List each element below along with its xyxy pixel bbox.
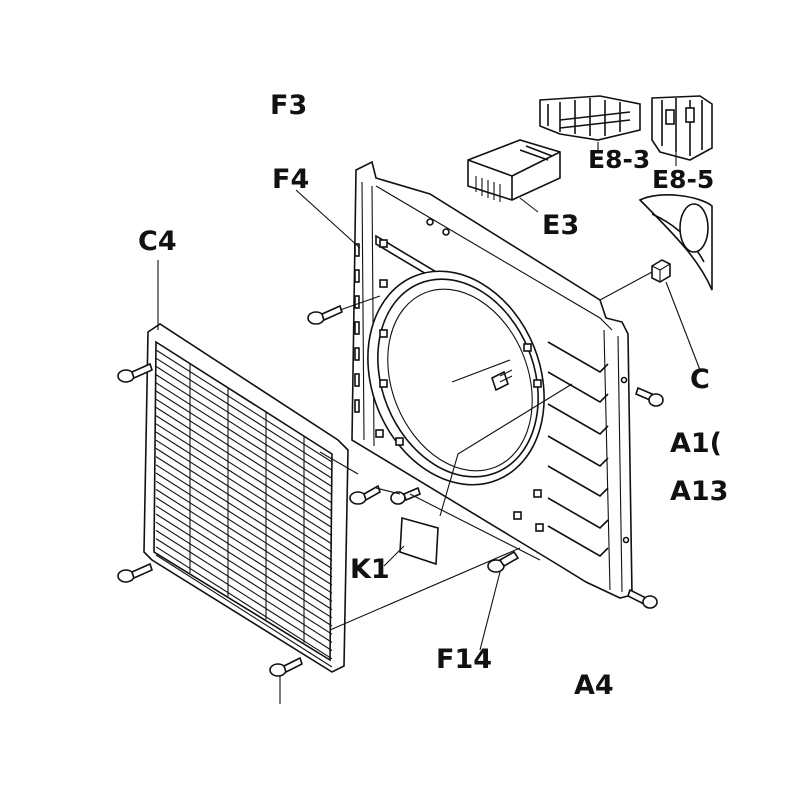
panel-side-slots — [354, 243, 360, 413]
grille-slat — [155, 529, 333, 643]
grille — [143, 323, 349, 673]
label-e3: E3 — [542, 210, 579, 241]
screw-grille-right — [349, 484, 381, 505]
connector-e3 — [467, 139, 561, 202]
grille-slat — [155, 488, 333, 602]
panel-clips — [375, 218, 630, 544]
panel-louvres — [547, 341, 609, 557]
screw-right-lower — [627, 588, 658, 609]
label-a10: A1( — [670, 428, 722, 459]
grille-slat — [155, 546, 333, 660]
plate-k1 — [399, 516, 439, 566]
grille-slat — [155, 480, 333, 594]
grille-slat — [155, 390, 333, 504]
grille-slat — [155, 415, 333, 529]
fan-blade-partial — [638, 194, 713, 291]
grille-slat — [155, 349, 333, 463]
grille-slat — [155, 472, 333, 586]
screw-left-top — [117, 362, 153, 383]
grille-slat — [155, 505, 333, 619]
grille-vertical-bars — [189, 363, 305, 643]
grille-slat — [155, 423, 333, 537]
grille-slat — [155, 398, 333, 512]
grille-slat — [155, 554, 333, 668]
label-e8-3: E8-3 — [588, 145, 650, 174]
grille-slat — [155, 365, 333, 479]
label-f14: F14 — [436, 644, 492, 675]
connector-e8-3 — [539, 95, 641, 141]
grille-slat — [155, 382, 333, 496]
label-c: C — [690, 364, 710, 395]
grille-slat — [155, 431, 333, 545]
label-a13: A13 — [670, 476, 728, 507]
grille-slat — [155, 456, 333, 570]
grille-slat — [155, 521, 333, 635]
grille-slat — [155, 374, 333, 488]
screw-right-upper — [635, 386, 664, 407]
connector-e8-5 — [651, 95, 713, 161]
label-c4: C4 — [138, 226, 177, 257]
leader-lines — [157, 189, 701, 704]
grille-slat — [155, 439, 333, 553]
nut-c — [651, 259, 671, 283]
panel-centre-screw — [491, 369, 513, 392]
front-panel — [351, 160, 633, 599]
grille-bars — [155, 349, 333, 668]
screw-grille-bottom — [269, 656, 303, 677]
screw-f4 — [307, 304, 343, 325]
label-e8-5: E8-5 — [652, 165, 714, 194]
label-f4: F4 — [272, 164, 309, 195]
grille-slat — [155, 538, 333, 652]
grille-slat — [155, 447, 333, 561]
grille-slat — [155, 513, 333, 627]
label-f3: F3 — [270, 90, 307, 121]
grille-slat — [155, 357, 333, 471]
screw-f14 — [487, 550, 520, 573]
screw-left-bottom — [117, 562, 153, 583]
grille-slat — [155, 497, 333, 611]
leader-e3 — [519, 197, 539, 213]
screw-panel-mid — [390, 486, 421, 505]
label-k1: K1 — [350, 554, 390, 585]
grille-slat — [155, 406, 333, 520]
grille-slat — [155, 464, 333, 578]
label-a4: A4 — [574, 670, 614, 701]
